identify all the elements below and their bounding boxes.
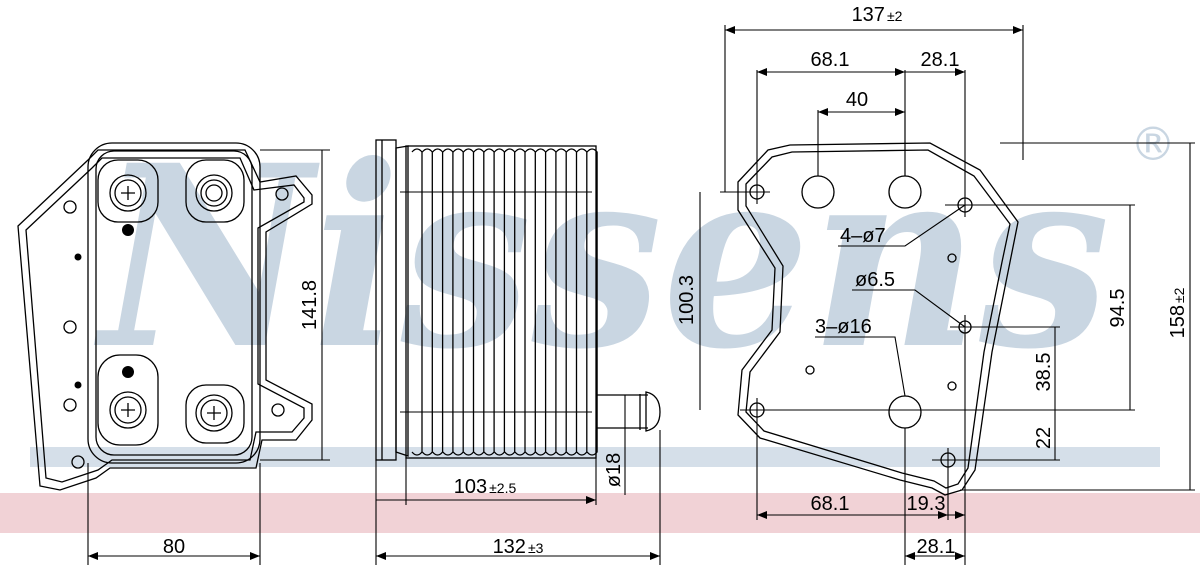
- flange-hole: [271, 403, 285, 417]
- cooler-fin: [473, 148, 485, 456]
- label-holes-3: 3–ø16: [815, 316, 872, 338]
- dim-bottom-left: 68.1: [811, 493, 850, 515]
- port-bottom-right-ring: [195, 394, 233, 432]
- dim-right-vertical-2: 38.5: [1033, 353, 1055, 392]
- mounting-view: [699, 25, 1195, 565]
- cooler-fin: [452, 148, 464, 456]
- dim-top-inner: 40: [846, 89, 868, 111]
- dim-bottom-right: 28.1: [917, 536, 956, 558]
- port-top-left-cross: [121, 186, 135, 200]
- front-plate-outer: [87, 142, 261, 464]
- watermark-band-blue: [30, 447, 1160, 467]
- port-bottom-right-cross: [207, 406, 221, 420]
- cooler-fin: [411, 148, 423, 456]
- flange-hole: [63, 320, 77, 334]
- flange-hole: [63, 398, 77, 412]
- cooler-fin: [493, 148, 506, 456]
- dim-right-vertical-total-line: [960, 142, 1195, 491]
- dim-side-core-line: [376, 430, 597, 505]
- port-bottom-right-frame: [185, 384, 245, 444]
- cooler-fin: [555, 148, 567, 456]
- dim-bottom-line: [756, 339, 966, 565]
- dim-side-total-line: [375, 430, 661, 565]
- bleed-screw-bottom: [122, 366, 134, 378]
- leader-holes-3: [815, 336, 906, 397]
- watermark-registered: ®: [1130, 117, 1176, 171]
- leader-hole-single: [852, 289, 966, 328]
- cooler-fin: [535, 148, 547, 456]
- dim-top-inner-line: [817, 110, 906, 176]
- dim-right-vertical-1: 94.5: [1107, 289, 1129, 328]
- cooler-fin: [421, 148, 433, 456]
- dim-front-width: 80: [163, 536, 185, 558]
- flange-hole: [71, 455, 85, 469]
- cooler-fin: [504, 148, 516, 456]
- bleed-screw-top: [122, 224, 134, 236]
- dim-front-height: 141.8: [299, 280, 321, 330]
- watermark-band-pink: [0, 493, 1200, 533]
- dim-top-left: 68.1: [811, 49, 850, 71]
- cooler-fin: [442, 148, 454, 456]
- flange-hole: [275, 187, 289, 201]
- cooler-fin: [463, 148, 475, 456]
- port-top-left-ring: [109, 174, 147, 212]
- watermark-brand: Nissens: [93, 110, 1110, 404]
- port-top-right-frame: [185, 159, 245, 223]
- mount-plate-inner: [745, 149, 1011, 489]
- dim-right-vertical-1-line: [975, 204, 1135, 410]
- label-holes-4: 4–ø7: [840, 225, 886, 247]
- side-core: [405, 145, 597, 459]
- cooler-fin: [432, 148, 444, 456]
- dim-right-vertical-3: 22: [1033, 427, 1055, 449]
- label-hole-single: ø6.5: [855, 269, 895, 291]
- dim-pipe-diameter: ø18: [603, 453, 625, 487]
- front-plate-inner: [95, 150, 253, 456]
- dim-bottom-mid: 19.3: [907, 493, 946, 515]
- cooler-fin: [586, 148, 598, 456]
- port-bottom-left-cross: [121, 403, 135, 417]
- dim-right-vertical-total: 158±2: [1167, 287, 1189, 338]
- front-flange-outer: [17, 149, 313, 491]
- front-flange-inner: [25, 157, 305, 483]
- dim-top-total-line: [724, 25, 1024, 192]
- port-bottom-left-ring: [109, 391, 147, 429]
- pipe-body: [596, 394, 648, 429]
- pipe-end: [645, 391, 661, 432]
- cooler-fin: [524, 148, 536, 456]
- dim-front-height-line: [260, 149, 330, 461]
- cooler-fin: [576, 148, 588, 456]
- mount-plate-outer: [737, 142, 1019, 496]
- dim-top-right: 28.1: [921, 49, 960, 71]
- front-view: [17, 142, 330, 565]
- leader-holes-4: [838, 204, 966, 247]
- cooler-fin: [566, 148, 578, 456]
- dim-top-total: 137±2: [852, 4, 903, 26]
- cooler-fins: [411, 148, 598, 456]
- cooler-fin: [545, 148, 557, 456]
- flange-hole: [63, 200, 77, 214]
- dim-front-width-line: [87, 463, 261, 565]
- port-top-right-ring: [195, 174, 233, 212]
- cooler-fin: [483, 148, 495, 456]
- dim-side-total: 132±3: [493, 536, 544, 558]
- cooler-fin: [514, 148, 526, 456]
- port-bottom-left-frame: [97, 354, 159, 446]
- dim-left-vertical: 100.3: [676, 275, 698, 325]
- port-top-left-frame: [97, 159, 159, 223]
- dim-side-core: 103±2.5: [454, 476, 517, 498]
- side-view: [375, 139, 661, 565]
